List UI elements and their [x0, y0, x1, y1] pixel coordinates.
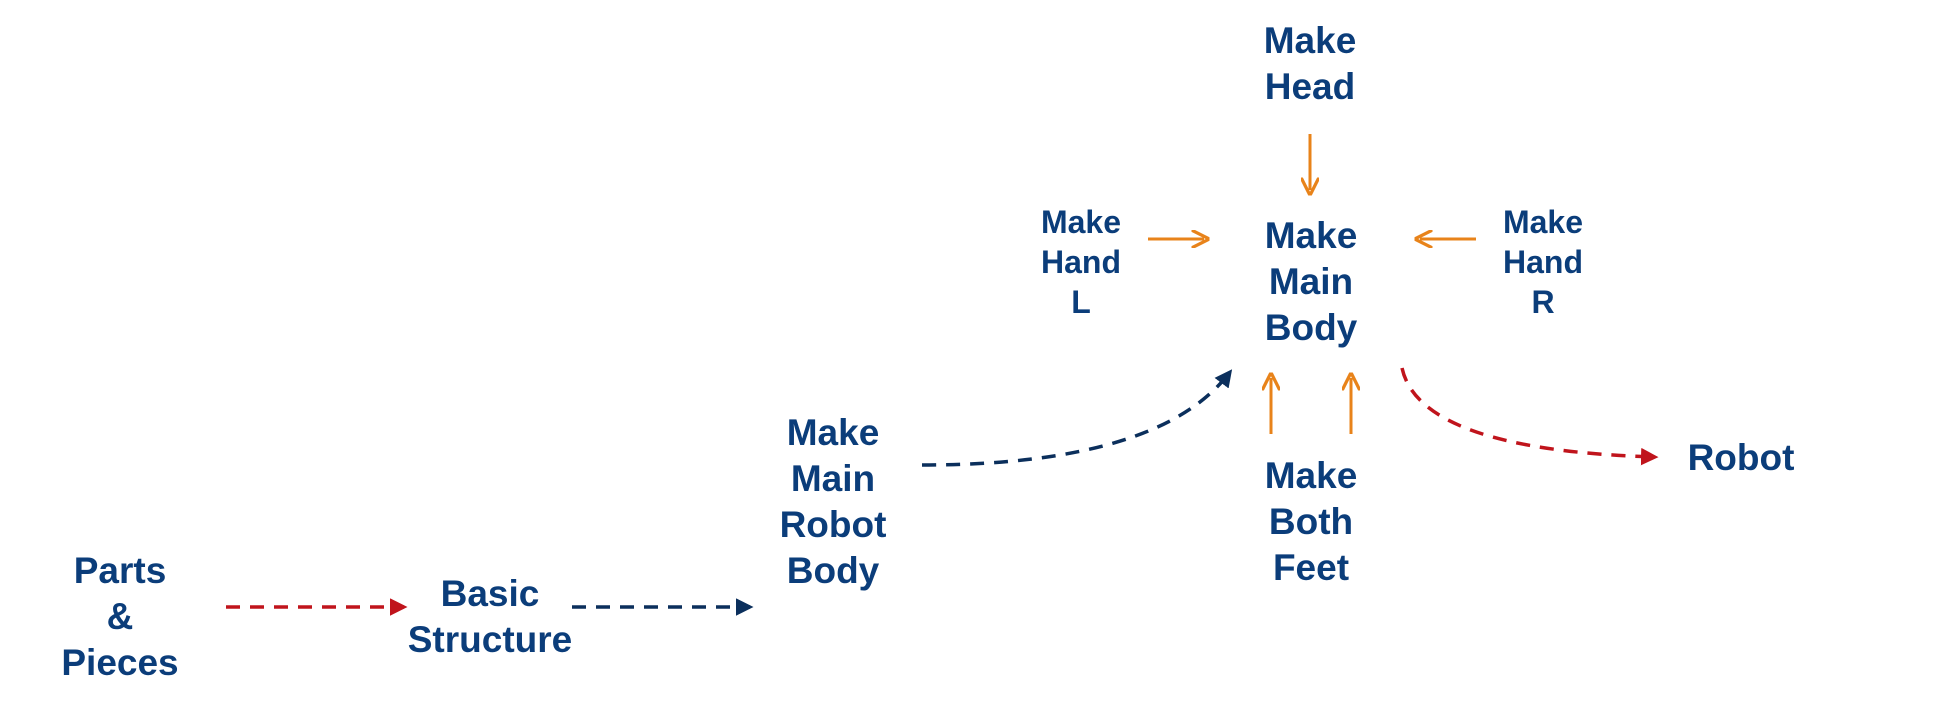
node-make-main-body: Make Main Body: [1264, 215, 1358, 348]
arrow-main-body-to-robot: [1400, 367, 1659, 466]
node-make-hand-l: Make Hand L: [1040, 204, 1122, 320]
node-make-head: Make Head: [1263, 20, 1357, 107]
node-parts-and-pieces: Parts & Pieces: [61, 550, 179, 683]
node-robot: Robot: [1687, 437, 1795, 478]
node-make-hand-r: Make Hand R: [1502, 204, 1584, 320]
node-make-main-robot-body: Make Main Robot Body: [779, 412, 887, 591]
node-basic-structure: Basic Structure: [407, 573, 573, 660]
arrow-robot-body-to-main-body: [921, 369, 1233, 467]
node-make-both-feet: Make Both Feet: [1264, 455, 1358, 588]
